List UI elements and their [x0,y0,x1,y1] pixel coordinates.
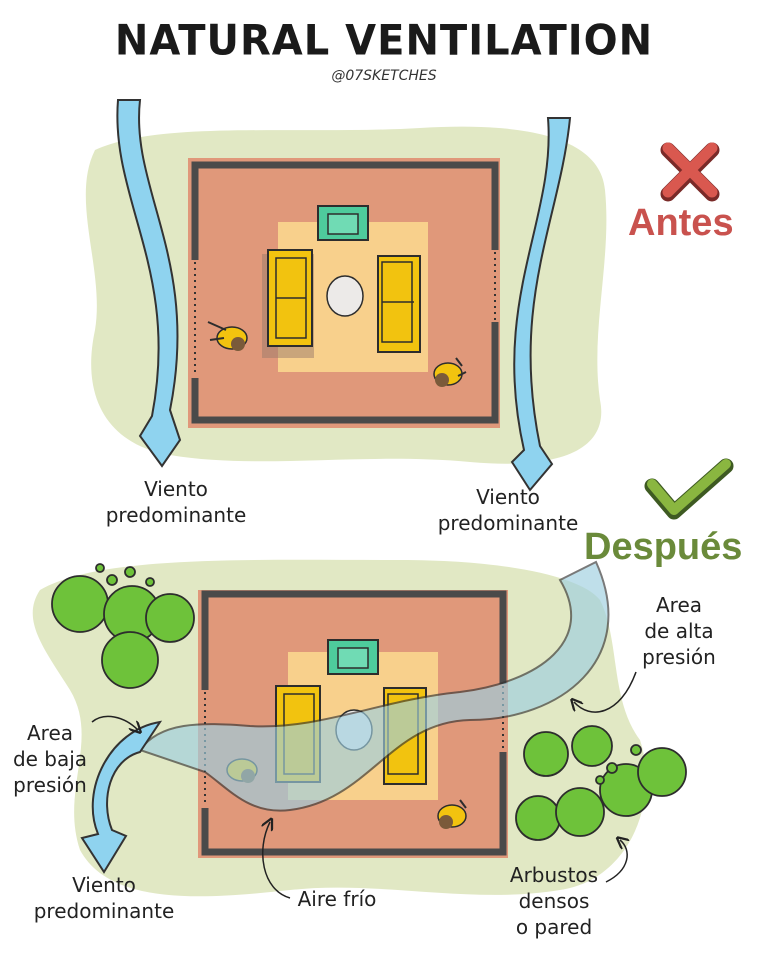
wind-label-after: Viento predominante [33,873,175,923]
high-pressure-label: Area de alta presión [642,593,716,669]
pointer-high-pressure [574,671,637,713]
wind-label-before-left: Viento predominante [105,477,247,527]
shrubs-label: Arbustos densos o pared [509,863,599,939]
wind-arrow-after [80,720,163,874]
armchair-before [317,205,369,241]
trees-left [51,563,195,689]
coffee-table-before [326,275,364,317]
pointer-cool-air [263,822,291,899]
person-after-2 [437,799,467,829]
pointer-low-pressure [91,715,138,730]
walls-before [191,161,499,424]
person-before-2 [433,357,467,387]
wind-arrow-before-right [510,117,572,492]
check-mark-icon [644,458,734,520]
sofa-right-before [377,255,421,353]
pointer-shrubs [605,840,627,883]
author-handle: @07SKETCHES [331,68,437,84]
after-scene [32,458,734,899]
cool-air-label: Aire frío [297,887,377,911]
after-status-label: Después [584,526,743,568]
low-pressure-label: Area de baja presión [12,721,88,797]
before-scene [85,99,720,492]
before-status-label: Antes [628,202,734,244]
page-title: NATURAL VENTILATION [114,16,654,66]
walls-after [201,590,507,856]
sofa-left-before [262,249,314,358]
shrubs-right [515,725,687,841]
person-before-1 [207,321,248,351]
airflow-band [138,560,610,812]
armchair-after [327,639,379,675]
wind-label-before-right: Viento predominante [437,485,579,535]
wind-arrow-before-left [116,99,182,468]
x-mark-icon [660,142,720,202]
